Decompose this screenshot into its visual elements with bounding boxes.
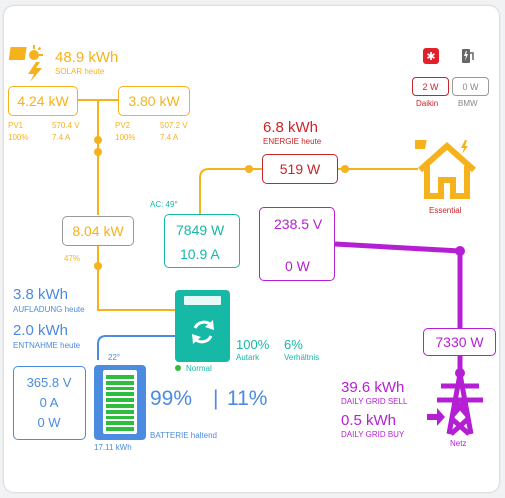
pv-flow-dot — [94, 262, 102, 270]
battery-discharged-value: 2.0 kWh — [13, 322, 69, 339]
pv2-name: PV2 — [115, 121, 131, 130]
inverter-device[interactable] — [175, 290, 230, 362]
battery-status: BATTERIE haltend — [150, 431, 217, 440]
grid-sell-value: 39.6 kWh — [341, 379, 405, 396]
pv-flow-dot — [94, 148, 102, 156]
ratio-label: Verhältnis — [284, 353, 320, 362]
inverter-current: 10.9 A — [180, 246, 220, 262]
energy-total: 6.8 kWh — [263, 119, 319, 136]
pv2-voltage: 507.2 V — [160, 121, 188, 130]
bmw-power: 0 W — [462, 81, 479, 92]
battery-level-bar — [106, 392, 134, 397]
battery-level-bar — [106, 375, 134, 379]
battery-soc-secondary: 11% — [227, 387, 268, 410]
pv1-name: PV1 — [8, 121, 24, 130]
battery-charged-label: AUFLADUNG heute — [13, 305, 85, 314]
inverter-power: 7849 W — [176, 222, 225, 238]
grid-flow-dot — [455, 246, 465, 256]
pv1-power-box[interactable]: 4.24 kW — [8, 86, 78, 116]
solar-total-label: SOLAR heute — [55, 67, 105, 76]
battery-capacity: 17.11 kWh — [94, 443, 132, 452]
grid-voltage: 238.5 V — [274, 216, 323, 232]
home-solar-icon[interactable] — [415, 138, 479, 202]
pv2-percent: 100% — [115, 133, 136, 142]
autark-label: Autark — [236, 353, 260, 362]
pv2-power-box[interactable]: 3.80 kW — [118, 86, 190, 116]
pv1-current: 7.4 A — [52, 133, 71, 142]
bmw-power-box[interactable]: 0 W — [452, 77, 489, 96]
grid-voltage-box[interactable]: 238.5 V 0 W — [259, 207, 335, 281]
ac-temperature: AC: 49° — [150, 200, 178, 209]
grid-power: 0 W — [285, 258, 310, 274]
battery-level-bar — [106, 380, 134, 385]
inverter-display — [184, 296, 221, 305]
autark-value: 100% — [236, 337, 270, 352]
battery-stats-box[interactable]: 365.8 V 0 A 0 W — [13, 366, 86, 440]
grid-total-power: 7330 W — [435, 334, 484, 350]
grid-total-box[interactable]: 7330 W — [423, 328, 496, 356]
grid-main-line — [334, 241, 463, 328]
battery-level-bar — [106, 404, 134, 408]
load-flow-dot — [341, 165, 349, 173]
pv-combined-percent: 47% — [64, 254, 81, 263]
pv1-voltage: 570.4 V — [52, 121, 80, 130]
pv-combined-box[interactable]: 8.04 kW — [62, 216, 134, 246]
battery-level-bar — [106, 421, 134, 426]
essential-power-box[interactable]: 519 W — [262, 154, 338, 184]
grid-buy-label: DAILY GRID BUY — [341, 430, 405, 439]
transmission-tower-icon[interactable] — [427, 372, 493, 438]
battery-discharged-label: ENTNAHME heute — [13, 341, 81, 350]
pv-combined-power: 8.04 kW — [72, 223, 124, 239]
sync-icon — [192, 320, 214, 344]
grid-label: Netz — [450, 439, 467, 448]
ratio-value: 6% — [284, 337, 303, 352]
bmw-label: BMW — [458, 99, 478, 108]
battery-level-bar — [106, 386, 134, 391]
essential-power: 519 W — [279, 161, 321, 177]
energy-total-label: ENERGIE heute — [263, 137, 322, 146]
battery-power: 0 W — [37, 415, 61, 430]
grid-buy-value: 0.5 kWh — [341, 412, 397, 429]
pv2-power: 3.80 kW — [128, 93, 180, 109]
inverter-to-essential-line — [199, 168, 262, 214]
daikin-power-box[interactable]: 2 W — [412, 77, 449, 96]
battery-level-bar — [106, 409, 134, 414]
battery-temperature: 22° — [108, 353, 121, 362]
inverter-status-dot — [175, 365, 181, 371]
pv1-percent: 100% — [8, 133, 29, 142]
pv1-power: 4.24 kW — [17, 93, 69, 109]
solar-total: 48.9 kWh — [55, 49, 119, 66]
solar-power-icon — [8, 45, 43, 82]
daikin-power: 2 W — [422, 81, 439, 92]
battery-soc-separator: | — [213, 387, 219, 410]
battery-voltage: 365.8 V — [26, 375, 72, 390]
battery-level-bar — [106, 398, 134, 403]
battery-charged-value: 3.8 kWh — [13, 286, 69, 303]
ev-charger-icon[interactable] — [460, 48, 476, 64]
battery-icon[interactable] — [94, 365, 146, 440]
daikin-label: Daikin — [416, 99, 439, 108]
battery-level — [106, 373, 134, 431]
load-flow-dot — [245, 165, 253, 173]
battery-cell-frame — [103, 370, 137, 434]
snowflake-icon[interactable]: ✱ — [423, 48, 439, 64]
battery-soc: 99% — [150, 387, 193, 410]
battery-current: 0 A — [39, 395, 59, 410]
pv2-current: 7.4 A — [160, 133, 179, 142]
essential-label: Essential — [429, 206, 462, 215]
grid-sell-label: DAILY GRID SELL — [341, 397, 408, 406]
battery-level-bar — [106, 427, 134, 431]
inverter-power-box[interactable]: 7849 W 10.9 A — [164, 214, 240, 268]
inverter-status: Normal — [186, 364, 212, 373]
battery-to-inverter-line — [97, 335, 175, 360]
pv-flow-dot — [94, 136, 102, 144]
battery-level-bar — [106, 415, 134, 420]
